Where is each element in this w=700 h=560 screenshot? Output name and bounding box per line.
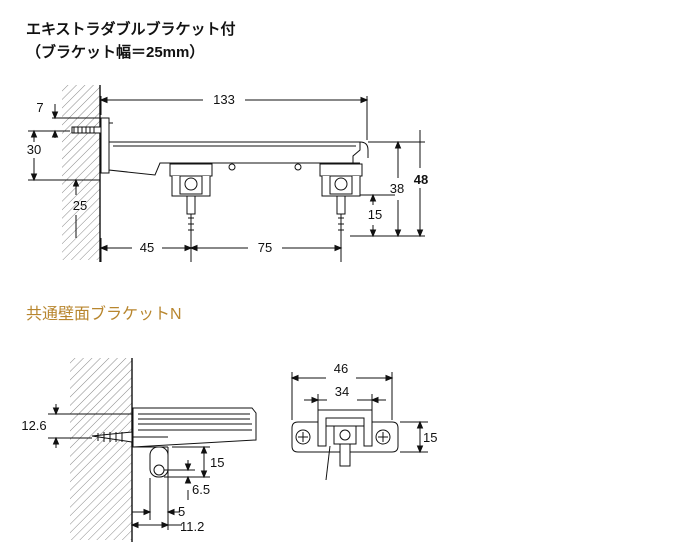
dim-45-label: 45 <box>140 240 154 255</box>
dim-30-label: 30 <box>27 142 41 157</box>
front-rail-profile <box>317 409 373 481</box>
dim-34 <box>304 394 386 410</box>
dim-15-label: 15 <box>368 207 382 222</box>
dim-15-front-label: 15 <box>423 430 437 445</box>
dim-38-label: 38 <box>390 181 404 196</box>
dim-15-front <box>400 420 428 454</box>
dim-12-6 <box>48 404 132 448</box>
bracket1-title-line2: （ブラケット幅＝25mm） <box>26 44 205 61</box>
wall-hatch-top <box>62 85 100 260</box>
dim-11-2 <box>130 521 182 529</box>
dim-7-label: 7 <box>36 100 43 115</box>
bracket-plate-top <box>100 117 110 174</box>
dim-5 <box>132 478 180 530</box>
bracket-arm-top <box>108 141 369 176</box>
wall-screw-bottom <box>91 431 133 443</box>
bracket1-title-line1: エキストラダブルブラケット付 <box>26 21 236 38</box>
runner-right-top <box>319 163 363 236</box>
runner-left-top <box>169 163 213 236</box>
wall-screw-top <box>71 126 105 134</box>
dim-38-48-15 <box>350 130 425 238</box>
dim-25-label: 25 <box>73 198 87 213</box>
wall-hatch-bottom <box>70 358 132 540</box>
screw-head-left <box>295 429 311 445</box>
dim-46 <box>290 372 394 420</box>
dim-133-label: 133 <box>213 92 235 107</box>
dim-11-2-label: 11.2 <box>180 519 204 534</box>
dim-30 <box>28 129 100 182</box>
dim-6-5 <box>164 460 195 500</box>
dim-45-75 <box>99 236 343 262</box>
dim-7 <box>51 104 100 138</box>
dim-5-label: 5 <box>178 504 185 519</box>
dim-133 <box>99 96 369 140</box>
dim-46-label: 46 <box>334 361 348 376</box>
bracket-rail-side <box>132 407 257 448</box>
dim-48-label: 48 <box>414 172 428 187</box>
extra-double-bracket-drawing <box>28 85 425 262</box>
bracket2-title: 共通壁面ブラケットN <box>26 306 182 323</box>
dim-25 <box>72 178 80 238</box>
dim-6-5-label: 6.5 <box>192 482 210 497</box>
wall-bracket-n-front-view <box>290 372 428 481</box>
dim-12-6-label: 12.6 <box>21 418 46 433</box>
hanger-loop <box>149 446 169 478</box>
dim-15-side-label: 15 <box>210 455 224 470</box>
screw-head-right <box>375 429 391 445</box>
dim-15-side <box>172 445 210 479</box>
dim-75-label: 75 <box>258 240 272 255</box>
wall-bracket-n-side-view <box>48 358 257 542</box>
dim-34-label: 34 <box>335 384 349 399</box>
